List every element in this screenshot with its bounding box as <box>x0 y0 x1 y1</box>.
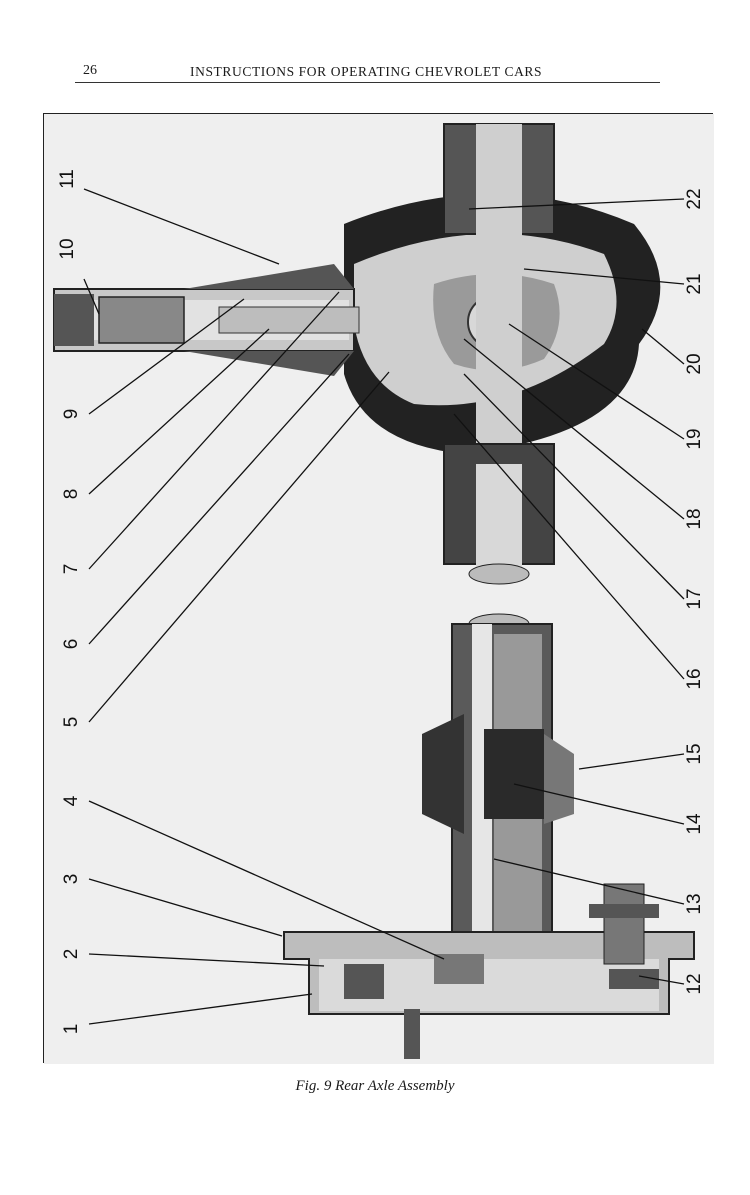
leader-line-7 <box>88 291 340 570</box>
callout-16: 16 <box>684 668 705 689</box>
callout-5: 5 <box>61 717 82 728</box>
leader-line-18 <box>463 338 685 520</box>
propeller-shaft-housing <box>53 264 360 376</box>
leader-line-4 <box>88 800 445 960</box>
callout-14: 14 <box>684 813 705 835</box>
leader-line-8 <box>88 328 270 495</box>
callout-10: 10 <box>57 238 78 259</box>
figure-caption: Fig. 9 Rear Axle Assembly <box>295 1078 455 1094</box>
callout-4: 4 <box>61 795 82 806</box>
callout-1: 1 <box>61 1024 82 1035</box>
callout-21: 21 <box>684 273 705 294</box>
running-head: INSTRUCTIONS FOR OPERATING CHEVROLET CAR… <box>190 64 543 79</box>
axle-housing-tube <box>443 123 555 935</box>
callout-6: 6 <box>61 639 82 650</box>
callout-18: 18 <box>684 508 705 529</box>
rear-axle-drawing: 1 2 3 4 5 6 7 8 9 10 11 12 13 14 15 16 1… <box>44 114 714 1064</box>
leader-line-14 <box>513 783 685 825</box>
callout-8: 8 <box>61 489 82 500</box>
leader-line-5 <box>88 371 390 723</box>
page-number: 26 <box>83 63 97 78</box>
callout-15: 15 <box>684 743 705 764</box>
leader-line-20 <box>641 328 685 365</box>
callout-3: 3 <box>61 874 82 885</box>
callout-20: 20 <box>684 353 705 374</box>
leader-line-10 <box>83 278 100 315</box>
leader-line-19 <box>508 323 685 440</box>
spring-seat <box>422 714 574 834</box>
leader-line-1 <box>88 993 313 1025</box>
leader-line-17 <box>463 373 685 600</box>
rear-axle-illustration: 1 2 3 4 5 6 7 8 9 10 11 12 13 14 15 16 1… <box>43 113 714 1064</box>
leader-line-15 <box>578 753 685 770</box>
leader-lines <box>83 188 685 1025</box>
callout-labels: 1 2 3 4 5 6 7 8 9 10 11 12 13 14 15 16 1… <box>57 169 705 1034</box>
leader-line-11 <box>83 188 280 265</box>
leader-line-16 <box>453 413 685 680</box>
callout-17: 17 <box>684 588 705 609</box>
leader-line-13 <box>493 858 685 905</box>
leader-line-6 <box>88 353 350 645</box>
page-header: 26 INSTRUCTIONS FOR OPERATING CHEVROLET … <box>75 60 660 83</box>
leader-line-22 <box>468 198 685 210</box>
callout-19: 19 <box>684 428 705 449</box>
callout-22: 22 <box>684 188 705 209</box>
leader-line-2 <box>88 953 325 967</box>
callout-12: 12 <box>684 973 705 994</box>
brake-drum <box>283 883 695 1059</box>
leader-line-3 <box>88 878 283 937</box>
callout-11: 11 <box>57 169 78 189</box>
callout-7: 7 <box>61 564 82 575</box>
leader-line-21 <box>523 268 685 285</box>
callout-13: 13 <box>684 893 705 914</box>
leader-line-9 <box>88 298 245 415</box>
callout-2: 2 <box>61 949 82 960</box>
callout-9: 9 <box>61 409 82 420</box>
leader-line-12 <box>638 975 685 985</box>
